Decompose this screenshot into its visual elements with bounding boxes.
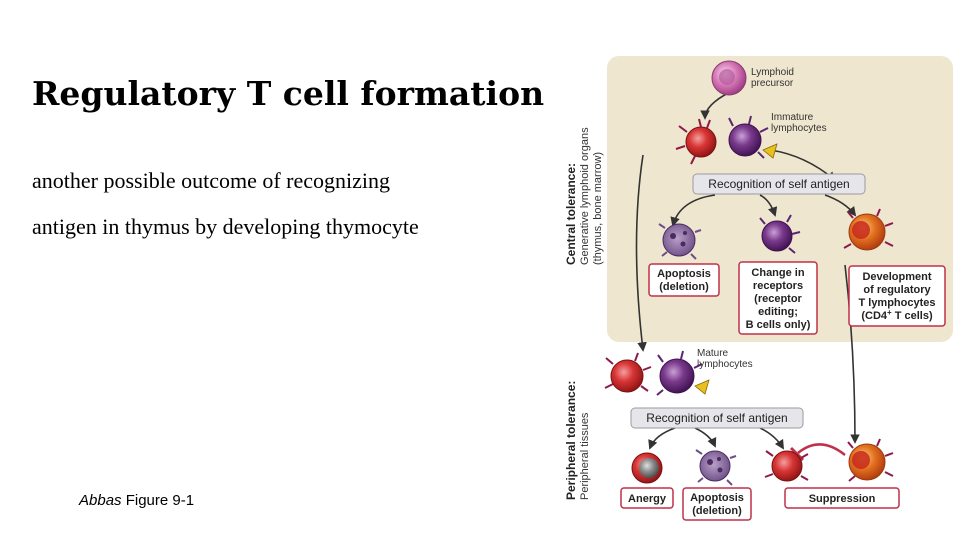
change-label-2: receptors xyxy=(753,280,803,292)
flow-arrows xyxy=(635,91,860,450)
suppression-box xyxy=(784,487,900,509)
anergy-box xyxy=(620,487,674,509)
mature-red-cell xyxy=(604,352,652,393)
lymphoid-label-2: precursor xyxy=(751,78,794,89)
apoptosis-peripheral-label-2: (deletion) xyxy=(692,505,742,517)
dev-label-4: (CD4+ T cells) xyxy=(861,308,933,322)
suppression-inhibition-arrow xyxy=(797,443,846,456)
apoptosis-box-central xyxy=(648,263,720,297)
body-text-line-1: another possible outcome of recognizing xyxy=(32,168,391,193)
figure-caption: Abbas Figure 9-1 xyxy=(79,492,194,509)
caption-author: Abbas xyxy=(79,492,122,509)
peripheral-regulatory-t-cell xyxy=(847,438,894,482)
anergy-label: Anergy xyxy=(628,493,667,505)
peripheral-recognition-box xyxy=(630,407,804,429)
regulatory-t-cell xyxy=(843,208,894,251)
central-apoptotic-cell xyxy=(658,223,702,260)
dev-label-3: T lymphocytes xyxy=(858,297,935,309)
tolerance-diagram: Central tolerance: Generative lymphoid o… xyxy=(564,56,953,521)
self-antigen-triangle-peripheral xyxy=(694,379,710,395)
slide-title: Regulatory T cell formation xyxy=(32,74,545,113)
change-label-4: editing; xyxy=(758,306,798,318)
caption-figure-number: Figure 9-1 xyxy=(121,492,195,509)
body-text-line-2: antigen in thymus by developing thymocyt… xyxy=(32,214,419,239)
central-recognition-label: Recognition of self antigen xyxy=(708,177,849,191)
mature-label-1: Mature xyxy=(697,348,729,359)
suppression-label: Suppression xyxy=(809,493,876,505)
regulatory-development-box xyxy=(848,265,946,327)
mature-label-2: lymphocytes xyxy=(697,359,753,370)
mature-purple-cell xyxy=(656,350,710,396)
change-label-1: Change in xyxy=(751,267,804,279)
peripheral-tolerance-title: Peripheral tolerance: xyxy=(564,381,578,500)
anergic-cell xyxy=(631,452,663,484)
lymphoid-precursor-nucleus xyxy=(719,69,735,85)
central-tolerance-label: Central tolerance: Generative lymphoid o… xyxy=(564,127,604,265)
central-tolerance-title: Central tolerance: xyxy=(564,163,578,265)
suppressed-cell xyxy=(764,450,809,482)
central-tolerance-sub-1: Generative lymphoid organs xyxy=(579,127,591,265)
peripheral-tolerance-sub: Peripheral tissues xyxy=(579,412,591,500)
change-receptors-box xyxy=(738,261,818,335)
receptor-editing-cell xyxy=(759,214,801,254)
peripheral-tolerance-label: Peripheral tolerance: Peripheral tissues xyxy=(564,381,591,500)
immature-label-2: lymphocytes xyxy=(771,123,827,134)
apoptosis-peripheral-label-1: Apoptosis xyxy=(690,492,744,504)
change-label-5: B cells only) xyxy=(746,319,811,331)
central-tolerance-sub-2: (thymus, bone marrow) xyxy=(592,152,604,265)
peripheral-apoptotic-cell xyxy=(695,449,737,486)
self-antigen-triangle xyxy=(762,143,778,159)
apoptosis-box-peripheral xyxy=(682,487,752,521)
immature-purple-cell xyxy=(728,115,778,159)
peripheral-recognition-label: Recognition of self antigen xyxy=(646,411,787,425)
immature-red-cell xyxy=(675,118,717,165)
dev-label-2: of regulatory xyxy=(863,284,931,296)
change-label-3: (receptor xyxy=(754,293,802,305)
immature-label-1: Immature xyxy=(771,112,814,123)
central-recognition-box xyxy=(692,173,866,195)
dev-label-1: Development xyxy=(862,271,931,283)
apoptosis-central-label-2: (deletion) xyxy=(659,281,709,293)
lymphoid-label-1: Lymphoid xyxy=(751,67,794,78)
apoptosis-central-label-1: Apoptosis xyxy=(657,268,711,280)
